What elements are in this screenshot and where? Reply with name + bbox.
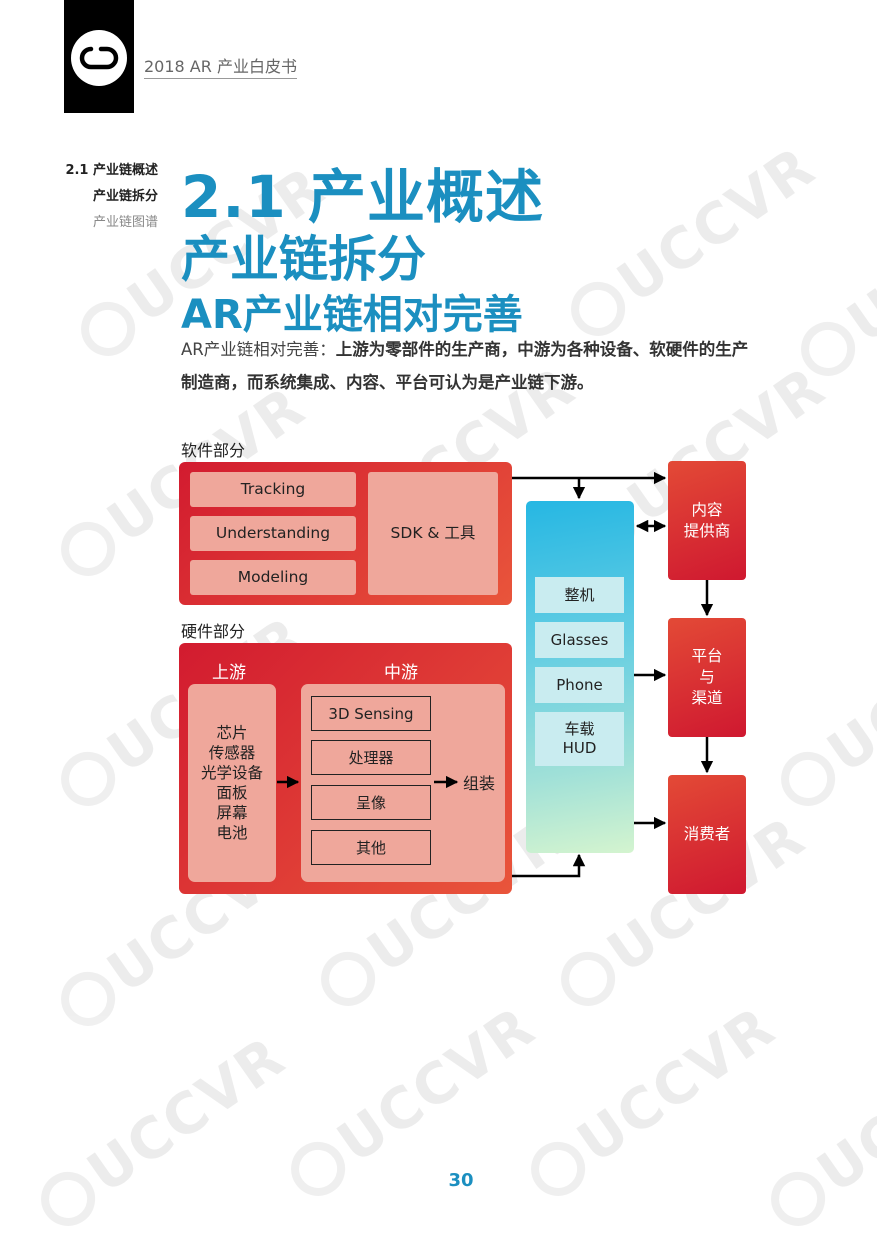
upstream-item: 面板 xyxy=(216,784,248,802)
watermark: UCCVR xyxy=(757,1024,877,1240)
subtitle: 产业链拆分 xyxy=(181,231,427,288)
device-item: Phone xyxy=(535,667,624,703)
software-item: Modeling xyxy=(190,560,356,595)
header-title: 2018 AR 产业白皮书 xyxy=(144,53,297,79)
section-heading: AR产业链相对完善 xyxy=(181,292,523,338)
midstream-item: 其他 xyxy=(311,830,431,865)
arrow xyxy=(512,853,586,878)
upstream-item: 传感器 xyxy=(208,744,256,762)
sdk-tools: SDK & 工具 xyxy=(368,472,498,595)
device-item: 整机 xyxy=(535,577,624,613)
logo-tab xyxy=(64,0,134,113)
software-label: 软件部分 xyxy=(181,441,246,460)
logo-icon xyxy=(71,30,127,86)
midstream-item: 3D Sensing xyxy=(311,696,431,731)
upstream-list: 芯片 传感器 光学设备 面板 屏幕 电池 xyxy=(188,723,276,843)
downstream-content-provider: 内容 提供商 xyxy=(668,461,746,580)
device-item: 车载 HUD xyxy=(535,712,624,766)
paragraph-body: 上游为零部件的生产商，中游为各种设备、软硬件的生产制造商，而系统集成、内容、平台… xyxy=(181,340,749,392)
upstream-item: 电池 xyxy=(216,824,248,842)
midstream-item: 呈像 xyxy=(311,785,431,820)
nav-item-breakdown[interactable]: 产业链拆分 xyxy=(92,189,158,204)
software-item: Tracking xyxy=(190,472,356,507)
watermark: UCCVR xyxy=(27,1024,297,1240)
page-title: 2.1 产业概述 xyxy=(181,163,544,231)
watermark: UCCVR xyxy=(787,174,877,390)
hardware-label: 硬件部分 xyxy=(181,622,246,641)
assemble-label: 组装 xyxy=(463,774,496,793)
software-item: Understanding xyxy=(190,516,356,551)
upstream-panel: 芯片 传感器 光学设备 面板 屏幕 电池 xyxy=(188,684,276,882)
watermark: UCCVR xyxy=(557,134,827,350)
upstream-item: 芯片 xyxy=(216,724,248,742)
device-item: Glasses xyxy=(535,622,624,658)
midstream-item: 处理器 xyxy=(311,740,431,775)
nav-item-section[interactable]: 2.1 产业链概述 xyxy=(65,163,158,178)
upstream-item: 屏幕 xyxy=(216,804,248,822)
page-number: 30 xyxy=(448,1170,474,1191)
downstream-consumer: 消费者 xyxy=(668,775,746,894)
side-nav: 2.1 产业链概述 产业链拆分 产业链图谱 xyxy=(30,158,158,236)
midstream-title: 中游 xyxy=(384,663,418,683)
paragraph-lead: AR产业链相对完善： xyxy=(181,340,336,359)
watermark: UCCVR xyxy=(767,604,877,820)
upstream-title: 上游 xyxy=(212,663,246,683)
intro-paragraph: AR产业链相对完善：上游为零部件的生产商，中游为各种设备、软硬件的生产制造商，而… xyxy=(181,333,761,399)
upstream-item: 光学设备 xyxy=(200,764,263,782)
downstream-platform: 平台 与 渠道 xyxy=(668,618,746,737)
nav-item-map[interactable]: 产业链图谱 xyxy=(92,215,158,230)
